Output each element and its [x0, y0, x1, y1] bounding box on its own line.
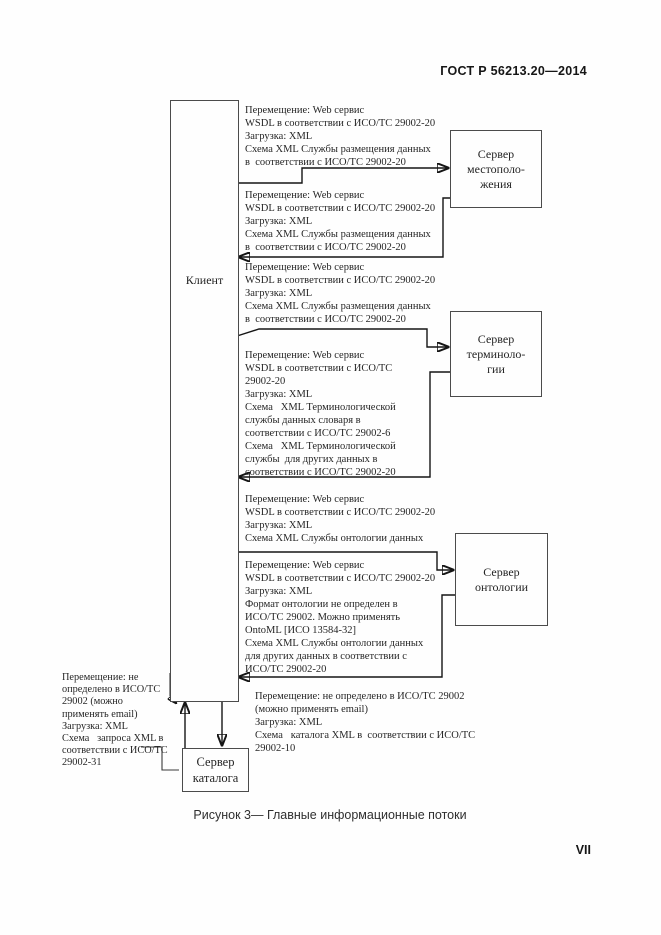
catalog-server-label: Сервер каталога: [192, 755, 239, 785]
standard-number-header: ГОСТ Р 56213.20—2014: [440, 64, 587, 78]
annotation-client-to-ontology: Перемещение: Web сервис WSDL в соответст…: [245, 494, 436, 544]
annotation-catalog-flow-left: Перемещение: не определено в ИСО/ТС 2900…: [62, 672, 168, 769]
annotation-catalog-flow-right: Перемещение: не определено в ИСО/ТС 2900…: [255, 691, 476, 754]
arrow-client-to-terminology-server: [236, 328, 448, 347]
arrow-terminology-server-to-client: [239, 371, 450, 477]
annotation-client-to-location: Перемещение: Web сервис WSDL в соответст…: [245, 105, 436, 168]
arrow-client-to-ontology-server: [237, 551, 453, 570]
arrow-ontology-server-to-client: [239, 594, 455, 677]
page-number: VII: [575, 843, 591, 857]
arrow-location-server-to-client: [239, 197, 450, 257]
client-box: Клиент: [170, 100, 239, 702]
annotation-client-to-terminology: Перемещение: Web сервис WSDL в соответст…: [245, 262, 436, 325]
terminology-server-label: Сервер терминоло- гии: [466, 331, 526, 376]
annotation-terminology-to-client: Перемещение: Web сервис WSDL в соответст…: [245, 350, 396, 478]
location-server-box: Сервер местополо- жения: [450, 130, 542, 208]
client-label: Клиент: [185, 273, 224, 287]
annotation-ontology-to-client: Перемещение: Web сервис WSDL в соответст…: [245, 560, 436, 675]
location-server-label: Сервер местополо- жения: [467, 146, 525, 191]
catalog-server-box: Сервер каталога: [182, 748, 249, 792]
annotation-location-to-client: Перемещение: Web сервис WSDL в соответст…: [245, 190, 436, 253]
figure-caption: Рисунок 3— Главные информационные потоки: [193, 808, 467, 822]
ontology-server-box: Сервер онтологии: [455, 533, 548, 626]
ontology-server-label: Сервер онтологии: [474, 564, 529, 594]
terminology-server-box: Сервер терминоло- гии: [450, 311, 542, 397]
arrow-client-to-location-server: [237, 168, 448, 184]
leader-line-catalog-box: [141, 746, 179, 771]
